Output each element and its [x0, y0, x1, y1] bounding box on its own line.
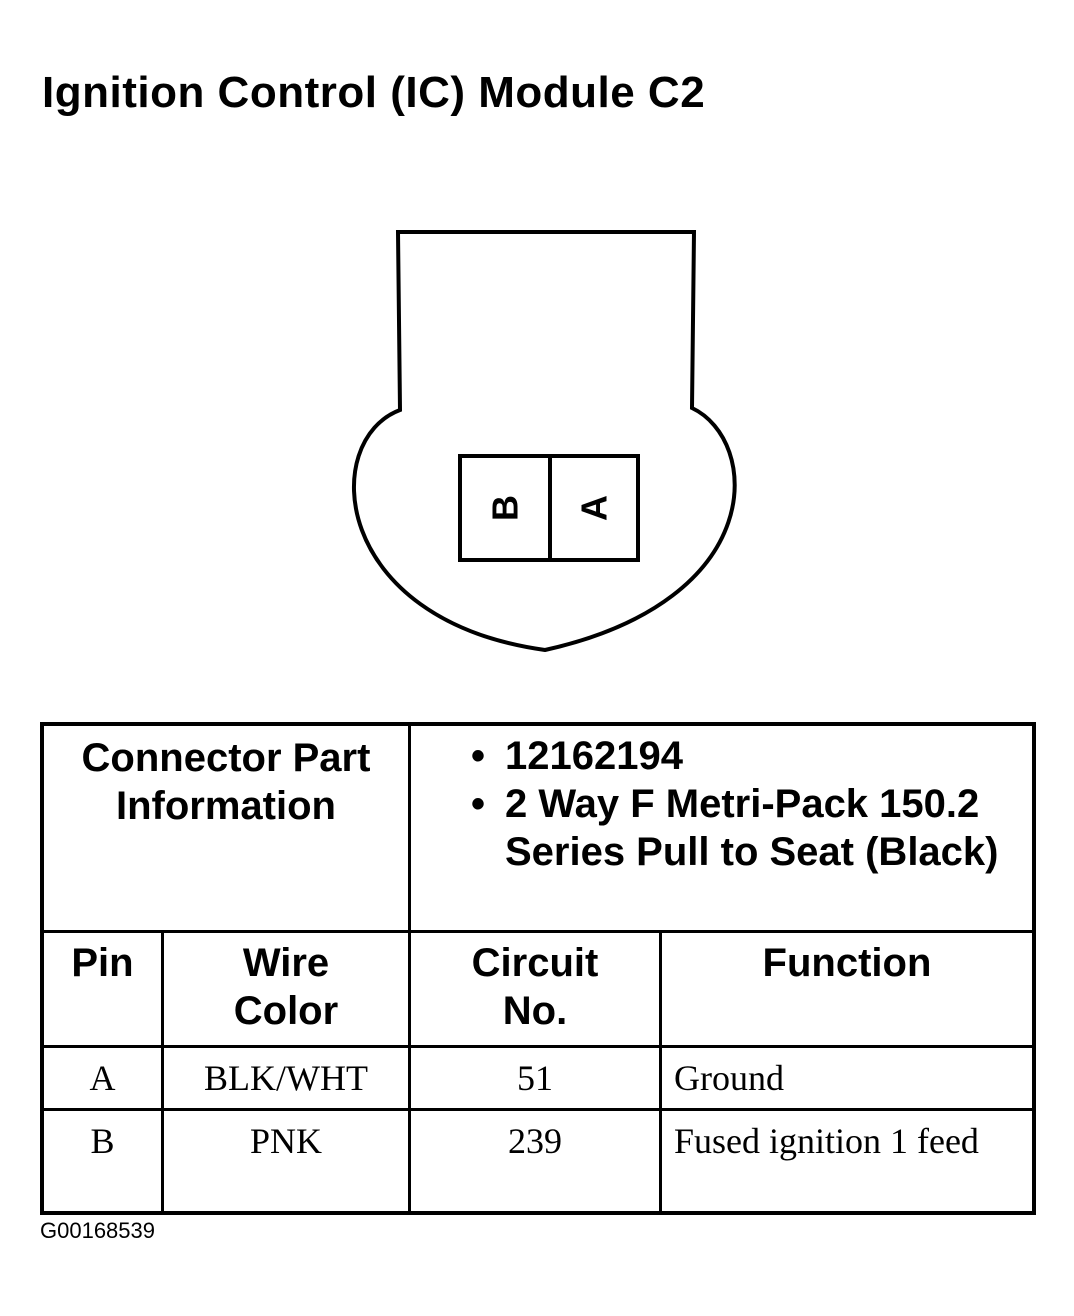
cell-wire-color: PNK	[160, 1108, 411, 1215]
info-value-cell: 12162194 2 Way F Metri-Pack 150.2 Series…	[407, 722, 1036, 933]
connector-outline	[351, 230, 737, 653]
cell-function: Fused ignition 1 feed	[658, 1108, 1036, 1215]
figure-id: G00168539	[40, 1218, 155, 1243]
info-label-line1: Connector Part	[81, 736, 371, 780]
cell-pin: B	[40, 1108, 164, 1215]
connector-drawing: B A	[351, 230, 737, 653]
diagram-title: Ignition Control (IC) Module C2	[42, 68, 706, 117]
info-label-cell: Connector Part Information	[40, 722, 411, 933]
part-info-list: 12162194 2 Way F Metri-Pack 150.2 Series…	[411, 726, 1032, 876]
header-wire-color: Wire Color	[160, 930, 411, 1048]
table-row: A BLK/WHT 51 Ground	[40, 1045, 1036, 1111]
cavity-a-label: A	[574, 495, 615, 521]
cell-pin: A	[40, 1045, 164, 1111]
header-function: Function	[658, 930, 1036, 1048]
cavity-b-label: B	[485, 495, 526, 521]
cell-circuit: 239	[407, 1108, 662, 1215]
part-description: 2 Way F Metri-Pack 150.2 Series Pull to …	[471, 780, 1032, 876]
header-circuit: Circuit No.	[407, 930, 662, 1048]
cell-circuit: 51	[407, 1045, 662, 1111]
connector-table: Connector Part Information 12162194 2 Wa…	[40, 722, 1036, 1215]
header-pin: Pin	[40, 930, 164, 1048]
cell-function: Ground	[658, 1045, 1036, 1111]
part-number: 12162194	[471, 732, 1032, 780]
table-row: B PNK 239 Fused ignition 1 feed	[40, 1108, 1036, 1215]
cell-wire-color: BLK/WHT	[160, 1045, 411, 1111]
info-label-line2: Information	[115, 784, 336, 828]
cavity-a-box	[548, 454, 640, 562]
